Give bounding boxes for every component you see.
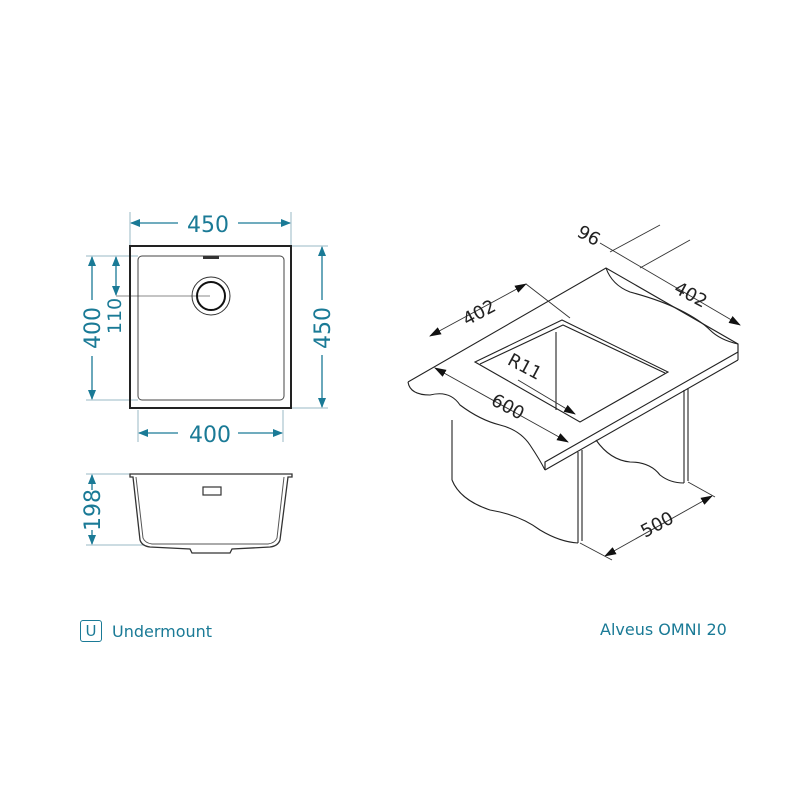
iso-dimensions: 402 96 402 R11 600 500 [459, 221, 710, 542]
drain-offset: 110 [104, 298, 126, 334]
iso-width-right: 402 [670, 278, 710, 313]
top-outer-height: 450 [311, 307, 336, 349]
top-outer-width: 450 [187, 213, 229, 238]
top-view: 450 400 400 110 450 [81, 212, 336, 448]
sink-depth: 198 [81, 489, 106, 531]
side-view: 198 [81, 473, 293, 554]
iso-radius: R11 [504, 350, 545, 385]
mount-type-label: U Undermount [80, 620, 212, 642]
iso-flange: 96 [574, 221, 604, 250]
product-name: Alveus OMNI 20 [600, 620, 727, 639]
mount-type-text: Undermount [112, 621, 213, 641]
undermount-badge-icon: U [80, 620, 102, 642]
iso-cabinet-depth: 500 [637, 508, 677, 543]
top-inner-height: 400 [81, 307, 106, 349]
iso-width-left: 402 [459, 296, 499, 331]
top-inner-width: 400 [189, 423, 231, 448]
iso-view [407, 224, 741, 561]
iso-cabinet-width: 600 [487, 390, 527, 425]
